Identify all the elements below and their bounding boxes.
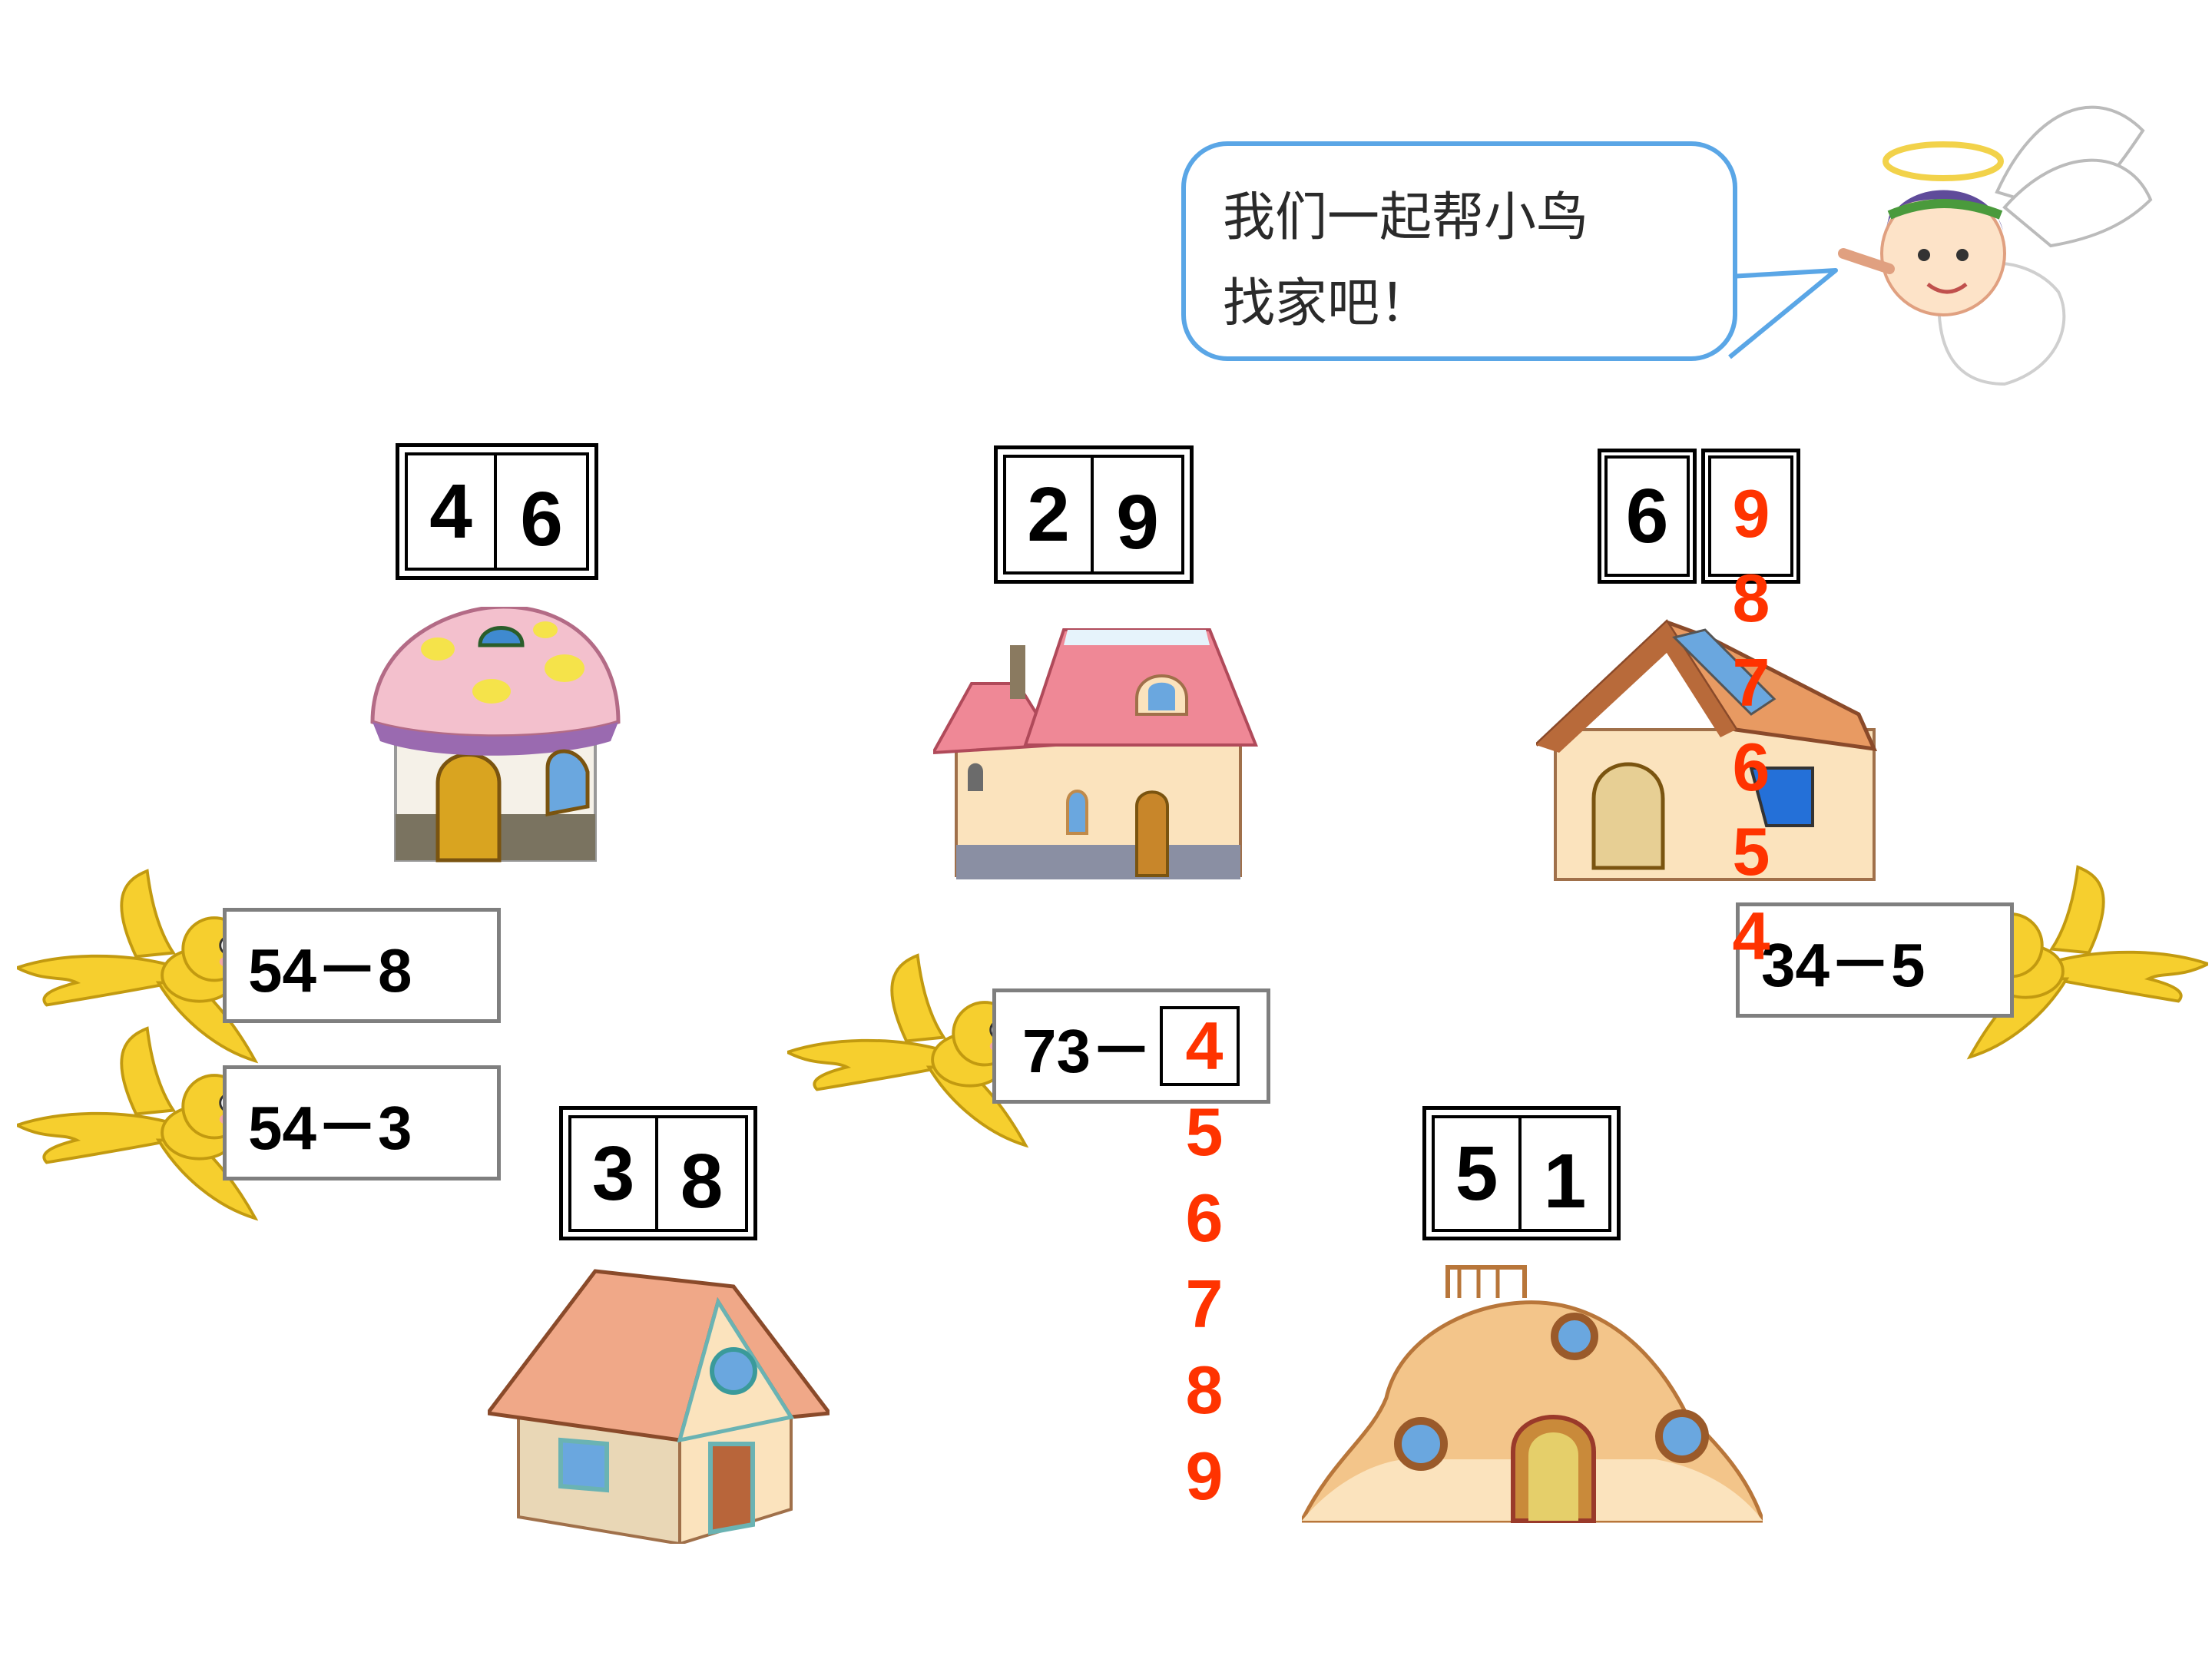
tens-digit: 4	[405, 452, 498, 571]
house-number-box: 5 1	[1422, 1106, 1621, 1240]
red-digit: 8	[1732, 560, 1770, 636]
red-digit: 4	[1185, 1008, 1224, 1084]
tens-digit: 6	[1598, 449, 1697, 584]
red-digit-column-right: 9 8 7 6 5 4	[1724, 480, 1778, 987]
ones-digit	[1701, 449, 1800, 584]
equation-text: 54－8	[248, 936, 412, 1005]
red-digit: 6	[1732, 729, 1770, 805]
tens-digit: 3	[568, 1115, 659, 1232]
red-digit: 4	[1732, 898, 1770, 974]
speech-bubble: 我们一起帮小鸟 找家吧！	[1181, 141, 1737, 361]
red-digit: 8	[1185, 1352, 1224, 1428]
equation-text: 73－	[1022, 1017, 1152, 1085]
ones-digit: 9	[1094, 455, 1184, 575]
speech-bubble-tail	[1728, 268, 1838, 359]
ones-digit: 6	[497, 452, 589, 571]
dome-house-icon	[1302, 1265, 1763, 1523]
mushroom-house-icon	[370, 607, 621, 863]
house-number-box: 3 8	[559, 1106, 757, 1240]
equation-text: 54－3	[248, 1094, 412, 1162]
ones-digit: 1	[1522, 1115, 1611, 1232]
house-number-box: 6	[1598, 449, 1800, 584]
red-digit: 5	[1732, 813, 1770, 889]
pink-roof-house-icon	[933, 628, 1258, 879]
red-digit-column-center: 4 5 6 7 8 9	[1177, 1012, 1231, 1528]
brown-roof-house-icon	[1536, 619, 1878, 881]
bubble-line-1: 我们一起帮小鸟	[1223, 187, 1589, 248]
equation-card[interactable]: 54－8	[223, 908, 501, 1023]
red-digit: 7	[1732, 644, 1770, 720]
bubble-line-2: 找家吧！	[1223, 273, 1432, 334]
red-digit: 7	[1185, 1266, 1224, 1342]
red-digit: 9	[1185, 1438, 1224, 1514]
house-number-box: 2 9	[994, 445, 1194, 584]
equation-card[interactable]: 34－5	[1736, 902, 2014, 1018]
tens-digit: 5	[1432, 1115, 1522, 1232]
red-digit: 5	[1185, 1094, 1224, 1170]
tens-digit: 2	[1003, 455, 1094, 575]
ones-digit: 8	[658, 1115, 748, 1232]
equation-text: 34－5	[1761, 931, 1926, 999]
red-digit: 6	[1185, 1180, 1224, 1256]
house-number-box: 4 6	[396, 443, 598, 580]
equation-card[interactable]: 54－3	[223, 1065, 501, 1181]
equation-card[interactable]: 73－	[992, 988, 1270, 1104]
blank-answer-box[interactable]	[1159, 1006, 1240, 1086]
salmon-roof-house-icon	[488, 1269, 830, 1544]
angel-icon	[1838, 105, 2153, 386]
red-digit: 9	[1732, 475, 1770, 551]
